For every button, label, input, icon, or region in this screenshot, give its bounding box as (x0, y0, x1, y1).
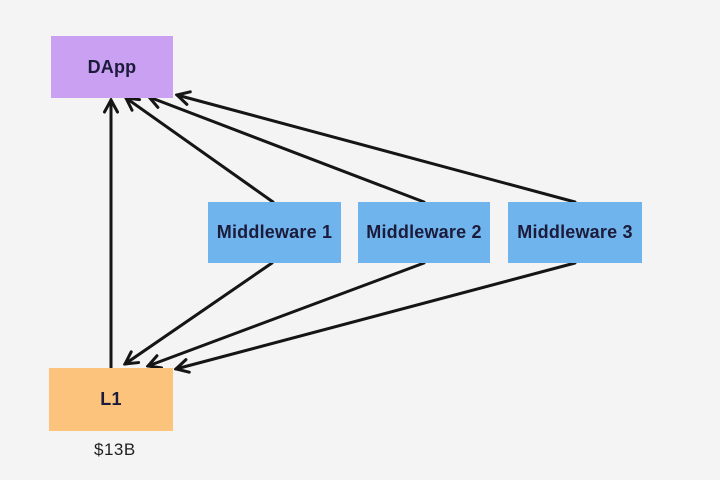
arrow-middleware3-to-l1 (176, 261, 577, 369)
arrow-middleware2-to-dapp (149, 97, 426, 204)
arrow-middleware3-to-dapp (177, 95, 577, 204)
node-l1-label: L1 (100, 389, 122, 409)
node-dapp-label: DApp (87, 56, 137, 77)
arrow-middleware2-to-l1 (148, 261, 426, 366)
node-middleware-1: Middleware 1 (208, 202, 341, 263)
node-l1: L1 (49, 368, 173, 431)
node-middleware-3-label: Middleware 3 (517, 222, 633, 242)
l1-value-caption: $13B (94, 440, 136, 459)
node-middleware-2: Middleware 2 (358, 202, 490, 263)
node-middleware-2-label: Middleware 2 (366, 222, 482, 242)
node-dapp: DApp (51, 36, 173, 98)
arrow-middleware1-to-dapp (126, 98, 275, 204)
node-middleware-1-label: Middleware 1 (216, 222, 333, 242)
node-middleware-3: Middleware 3 (508, 202, 642, 263)
arrow-middleware1-to-l1 (125, 261, 274, 364)
